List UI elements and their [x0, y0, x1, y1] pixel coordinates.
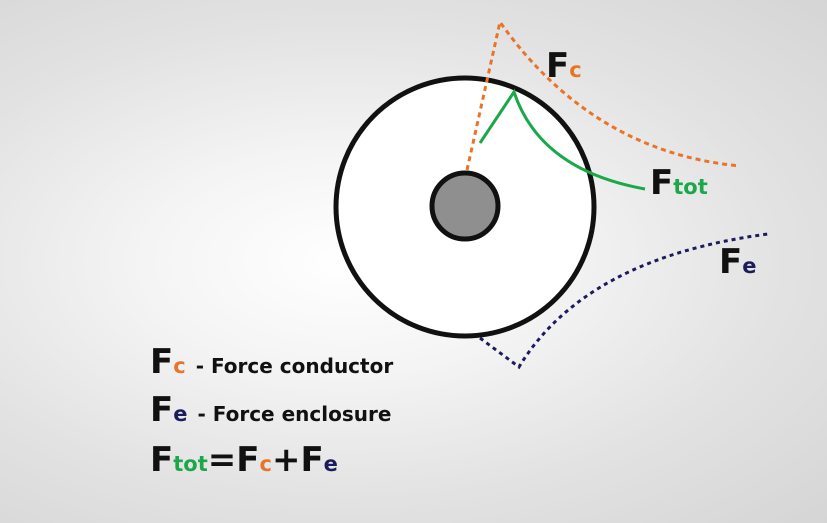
enclosure-subscript: e — [173, 402, 187, 426]
legend-formula: Ftot=Fc+Fe — [150, 440, 338, 480]
force-letter: F — [150, 342, 173, 382]
total-subscript: tot — [673, 175, 708, 199]
force-letter: F — [236, 440, 259, 480]
force-letter: F — [300, 440, 323, 480]
conductor-force-curve — [465, 18, 741, 171]
legend-enclosure-desc: - Force enclosure — [197, 402, 391, 426]
conductor-circle — [429, 170, 501, 242]
conductor-subscript: c — [259, 452, 271, 476]
enclosure-curve-label: Fe — [719, 242, 756, 282]
plus-sign: + — [272, 440, 301, 480]
conductor-subscript: c — [173, 354, 185, 378]
total-force-curve — [478, 88, 646, 191]
total-curve-label: Ftot — [650, 163, 708, 203]
legend-conductor: Fc - Force conductor — [150, 342, 393, 382]
force-letter: F — [150, 390, 173, 430]
force-letter: F — [719, 242, 742, 282]
legend-conductor-desc: - Force conductor — [196, 354, 394, 378]
legend-enclosure: Fe - Force enclosure — [150, 390, 391, 430]
conductor-subscript: c — [569, 58, 581, 82]
enclosure-subscript: e — [324, 452, 338, 476]
conductor-curve-label: Fc — [546, 46, 582, 86]
force-letter: F — [150, 440, 173, 480]
enclosure-force-curve — [479, 232, 769, 370]
force-letter: F — [546, 46, 569, 86]
total-subscript: tot — [173, 452, 208, 476]
force-letter: F — [650, 163, 673, 203]
enclosure-subscript: e — [742, 254, 756, 278]
equals-sign: = — [208, 440, 237, 480]
